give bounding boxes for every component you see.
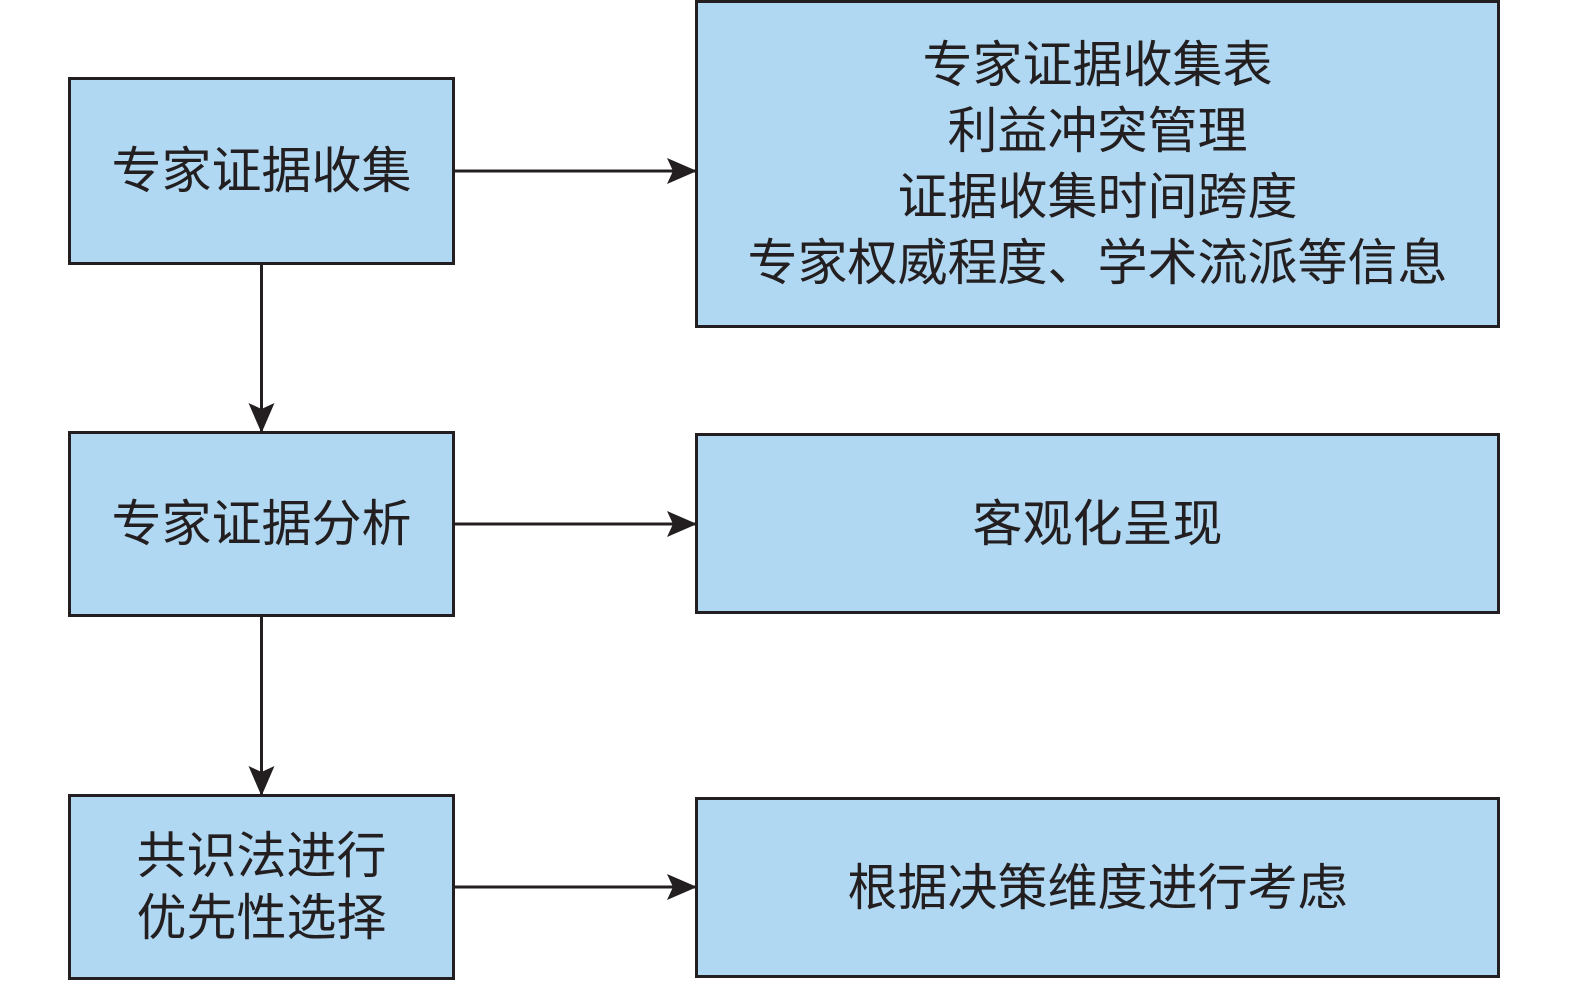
node-label-line: 专家权威程度、学术流派等信息: [747, 234, 1448, 292]
node-label-line: 共识法进行: [136, 827, 387, 885]
node-expert-evidence-collection: 专家证据收集: [68, 77, 455, 265]
node-expert-evidence-analysis: 专家证据分析: [68, 431, 455, 617]
node-label-line: 根据决策维度进行考虑: [847, 858, 1348, 917]
node-decision-dimension-consideration: 根据决策维度进行考虑: [695, 797, 1500, 978]
node-label-line: 利益冲突管理: [947, 102, 1248, 160]
node-objective-presentation: 客观化呈现: [695, 433, 1500, 614]
node-label-line: 专家证据分析: [111, 495, 412, 553]
node-consensus-priority-selection: 共识法进行 优先性选择: [68, 794, 455, 980]
node-label-line: 证据收集时间跨度: [897, 168, 1298, 226]
node-label-line: 专家证据收集表: [922, 36, 1273, 94]
node-label-line: 优先性选择: [136, 889, 387, 947]
node-label-line: 客观化呈现: [972, 494, 1223, 553]
node-label-line: 专家证据收集: [111, 142, 412, 200]
node-collection-details: 专家证据收集表 利益冲突管理 证据收集时间跨度 专家权威程度、学术流派等信息: [695, 0, 1500, 328]
